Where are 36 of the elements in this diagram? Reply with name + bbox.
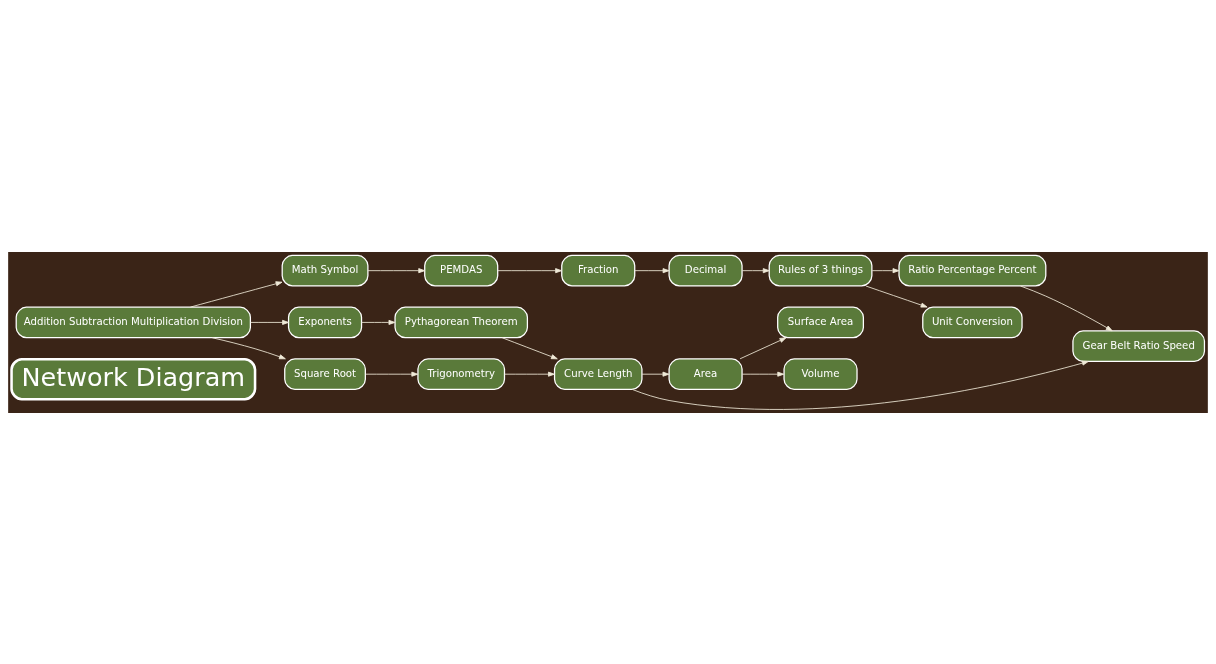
arrow xyxy=(501,336,558,359)
arrow xyxy=(632,360,1089,410)
node-box: Ratio Percentage Percent xyxy=(898,254,1047,287)
node-box: Exponents xyxy=(287,306,363,338)
node-box: PEMDAS xyxy=(424,254,499,287)
arrow xyxy=(741,371,785,377)
arrow xyxy=(365,371,419,377)
arrow xyxy=(641,371,670,377)
arrow xyxy=(865,285,928,308)
arrow xyxy=(1020,285,1113,331)
node-box: Curve Length xyxy=(553,357,643,390)
arrow xyxy=(739,336,787,359)
arrow xyxy=(634,267,670,273)
arrow xyxy=(361,319,396,325)
node-box: Pythagorean Theorem xyxy=(394,306,529,338)
node-box: Unit Conversion xyxy=(922,306,1023,338)
arrow xyxy=(211,336,286,359)
node-box: Rules of 3 things xyxy=(768,254,873,287)
arrow xyxy=(497,267,562,273)
arrow xyxy=(741,267,770,273)
node-box: Fraction xyxy=(561,254,636,287)
node-box: Gear Belt Ratio Speed xyxy=(1072,329,1206,362)
node-box: Area xyxy=(668,357,743,390)
node-box: Network Diagram xyxy=(10,357,257,400)
node-box: Math Symbol xyxy=(281,254,369,287)
node-box: Decimal xyxy=(668,254,743,287)
arrow xyxy=(367,267,426,273)
arrow xyxy=(189,280,283,308)
node-box: Addition Subtraction Multiplication Division xyxy=(15,306,251,338)
node-box: Square Root xyxy=(284,357,366,390)
node-box: Trigonometry xyxy=(417,357,506,390)
node-box: Surface Area xyxy=(777,306,864,338)
arrow xyxy=(250,319,289,325)
node-box: Volume xyxy=(783,357,858,390)
arrow xyxy=(871,267,900,273)
arrow xyxy=(504,371,555,377)
